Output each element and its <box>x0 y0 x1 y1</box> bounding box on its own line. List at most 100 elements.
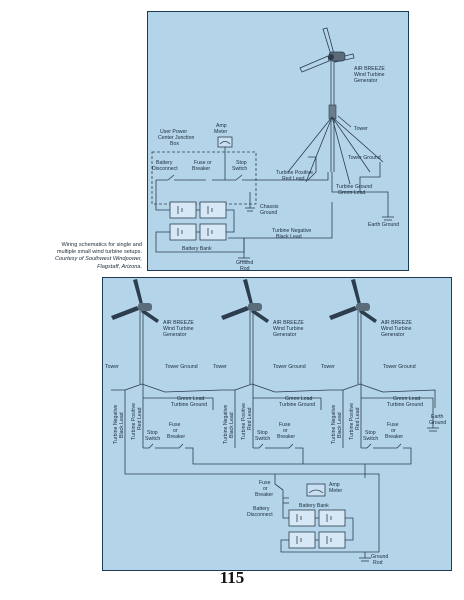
wind-turbine <box>111 279 166 393</box>
multi-turbine-drawing: AIR BREEZE Wind Turbine Generator AIR BR… <box>105 279 446 566</box>
main-fuse-label: Fuse <box>259 480 271 486</box>
turbine-label-b-3: Generator <box>273 332 297 338</box>
turbine-positive-label-c: Turbine Positive <box>349 403 355 440</box>
battery-bank-label: Battery Bank <box>182 246 212 252</box>
ground-rod-label: Ground <box>236 260 253 266</box>
figure-caption: Wiring schematics for single and multipl… <box>22 242 142 271</box>
black-lead-label-b: Black Lead <box>229 412 235 438</box>
tower-label-a: Tower <box>105 364 119 370</box>
turbine-label-a-2: Wind Turbine <box>163 326 194 332</box>
fuse-label-b-2: or <box>283 428 288 434</box>
battery-disconnect-label: Battery <box>156 160 173 166</box>
turbine-ground-label-a: Turbine Ground <box>171 402 207 408</box>
red-lead-label-a: Red Lead <box>137 407 143 430</box>
tower-label: Tower <box>354 126 368 132</box>
amp-meter <box>217 136 233 148</box>
fuse-label-b: Fuse <box>279 422 291 428</box>
turbine-positive-label-2: Red Lead <box>282 176 305 182</box>
fuse-breaker-label: Fuse or <box>194 160 212 166</box>
tower-ground-label-b: Tower Ground <box>273 364 306 370</box>
fuse-label-b-3: Breaker <box>277 434 295 440</box>
amp-meter-label-2: Meter <box>329 488 343 494</box>
turbine-negative-label: Turbine Negative <box>272 228 311 234</box>
stop-switch-label-a-2: Switch <box>145 436 160 442</box>
green-lead-label-c: Green Lead <box>393 396 421 402</box>
single-turbine-drawing: AIR BREEZE Wind Turbine Generator Tower … <box>151 27 399 272</box>
stop-switch-label-2: Switch <box>232 166 247 172</box>
battery-disconnect-label: Battery <box>253 506 270 512</box>
page-number: 115 <box>219 568 245 587</box>
junction-box-label: User Power <box>160 129 187 135</box>
turbine-ground-label-2: Green Lead <box>338 190 366 196</box>
turbine-label-c-3: Generator <box>381 332 405 338</box>
caption-line-2: multiple small wind turbine setups. <box>56 249 142 256</box>
amp-meter-label: Amp <box>216 123 227 129</box>
junction-box-label-3: Box <box>170 141 179 147</box>
turbine-label-c-2: Wind Turbine <box>381 326 412 332</box>
chassis-ground-label: Chassis <box>260 204 279 210</box>
tower-label-c: Tower <box>321 364 335 370</box>
junction-box-label-2: Center Junction <box>158 135 194 141</box>
fuse-label-a-3: Breaker <box>167 434 185 440</box>
labels: AIR BREEZE Wind Turbine Generator AIR BR… <box>105 320 446 566</box>
caption-credit-1: Courtesy of Southwest Windpower, <box>54 256 142 263</box>
turbine-negative-label-b: Turbine Negative <box>223 405 229 444</box>
wind-turbine <box>221 279 276 393</box>
caption-line-1: Wiring schematics for single and <box>61 242 142 248</box>
turbine-label-a: AIR BREEZE <box>163 320 194 326</box>
turbine-negative-label-c: Turbine Negative <box>331 405 337 444</box>
turbine-label-3: Generator <box>354 78 378 84</box>
turbine-ground-label: Turbine Ground <box>336 184 372 190</box>
turbine-label-2: Wind Turbine <box>354 72 385 78</box>
earth-ground-label-2: Ground <box>429 420 446 426</box>
single-turbine-schematic: AIR BREEZE Wind Turbine Generator Tower … <box>147 11 409 272</box>
stop-switch-label-c-2: Switch <box>363 436 378 442</box>
fuse-label-a-2: or <box>173 428 178 434</box>
tower-label-b: Tower <box>213 364 227 370</box>
battery-bank <box>155 180 245 253</box>
turbine-ground-label-c: Turbine Ground <box>387 402 423 408</box>
stop-switch-label-c: Stop <box>365 430 376 436</box>
wind-turbine <box>299 27 355 73</box>
green-lead-label-a: Green Lead <box>177 396 205 402</box>
red-lead-label-b: Red Lead <box>247 407 253 430</box>
battery-bank <box>280 508 365 553</box>
tower-ground-label-a: Tower Ground <box>165 364 198 370</box>
turbine-positive-label-b: Turbine Positive <box>241 403 247 440</box>
stop-switch-label: Stop <box>236 160 247 166</box>
chassis-ground-label-2: Ground <box>260 210 277 216</box>
earth-ground-label: Earth <box>431 414 444 420</box>
tower-ground-label: Tower Ground <box>348 155 381 161</box>
multi-turbine-schematic: AIR BREEZE Wind Turbine Generator AIR BR… <box>102 277 452 571</box>
turbine-label-b: AIR BREEZE <box>273 320 304 326</box>
green-lead-label-b: Green Lead <box>285 396 313 402</box>
caption-credit-2: Flagstaff, Arizona. <box>97 263 142 270</box>
ground-rod-label-2: Rod <box>373 560 383 566</box>
tower-ground-label-c: Tower Ground <box>383 364 416 370</box>
battery-disconnect-label-2: Disconnect <box>152 166 178 172</box>
turbine-label-a-3: Generator <box>163 332 187 338</box>
turbine-ground-label-b: Turbine Ground <box>279 402 315 408</box>
turbine-negative-label-a: Turbine Negative <box>113 405 119 444</box>
turbine-positive-label: Turbine Positive <box>276 170 313 176</box>
stop-switch-label-b: Stop <box>257 430 268 436</box>
fuse-label-c-2: or <box>391 428 396 434</box>
fuse-label-c: Fuse <box>387 422 399 428</box>
fuse-breaker-label-2: Breaker <box>192 166 210 172</box>
turbine-switchgear <box>143 443 412 465</box>
turbine-label-c: AIR BREEZE <box>381 320 412 326</box>
stop-switch-label-b-2: Switch <box>255 436 270 442</box>
turbine-label-b-2: Wind Turbine <box>273 326 304 332</box>
fuse-label-a: Fuse <box>169 422 181 428</box>
black-lead-label-c: Black Lead <box>337 412 343 438</box>
labels: AIR BREEZE Wind Turbine Generator Tower … <box>152 66 399 272</box>
wind-turbine <box>329 279 384 393</box>
main-fuse-label-2: or <box>263 486 268 492</box>
fuse-label-c-3: Breaker <box>385 434 403 440</box>
ground-rod-label: Ground <box>371 554 388 560</box>
stop-switch-label-a: Stop <box>147 430 158 436</box>
amp-meter-label: Amp <box>329 482 340 488</box>
ground-rod-label-2: Rod <box>240 266 250 272</box>
earth-ground-label: Earth Ground <box>368 222 399 228</box>
black-lead-label-a: Black Lead <box>119 412 125 438</box>
